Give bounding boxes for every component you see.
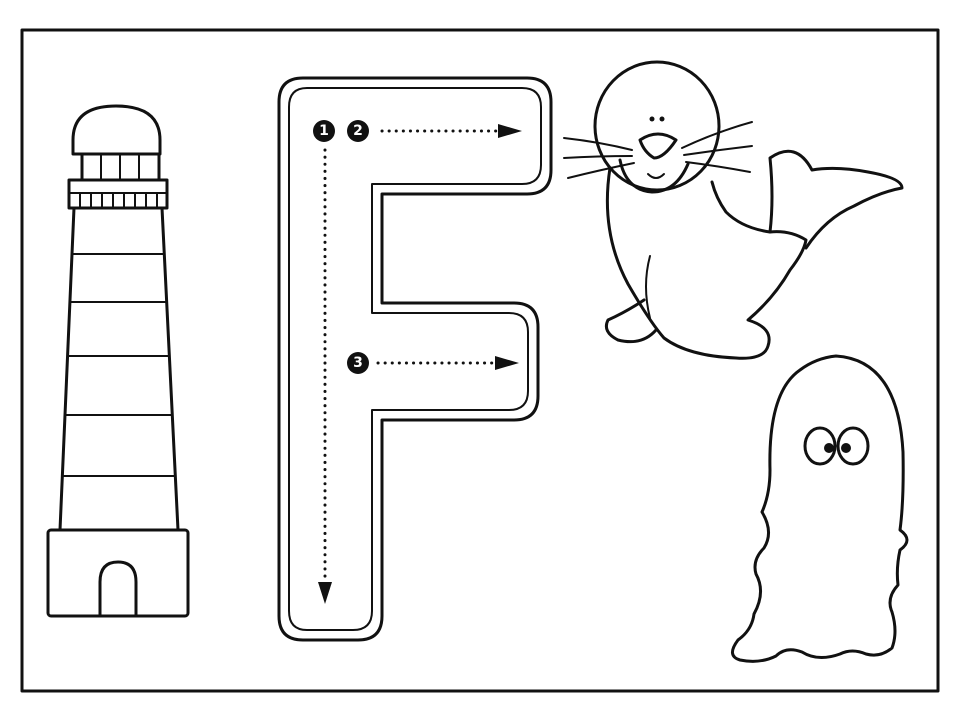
step-number: 2 xyxy=(353,123,363,139)
seal-whiskers xyxy=(563,121,753,179)
octopus-pupil xyxy=(824,443,834,453)
octopus-eye xyxy=(836,426,870,466)
lighthouse-tower xyxy=(58,206,180,532)
step-badge-3: 3 xyxy=(347,352,369,374)
letter-f-outline xyxy=(277,76,553,642)
octopus-eye xyxy=(803,426,837,466)
step-badge-2: 2 xyxy=(347,120,369,142)
tracing-guides: 1 2 3 xyxy=(313,120,522,604)
step-badge-1: 1 xyxy=(313,120,335,142)
lighthouse-dome xyxy=(71,104,162,156)
seal-picture xyxy=(563,60,904,360)
octopus-pupil xyxy=(841,443,851,453)
seal-muzzle xyxy=(618,158,690,194)
seal-eye xyxy=(659,116,665,122)
arrow-down-icon xyxy=(318,582,332,604)
seal-body xyxy=(605,166,808,360)
page-frame xyxy=(20,28,940,693)
arrow-right-icon xyxy=(498,124,522,138)
seal-tail xyxy=(768,149,904,250)
seal-nose xyxy=(638,132,678,160)
step-number: 1 xyxy=(319,123,329,139)
seal-eye xyxy=(649,116,655,122)
arrow-right-icon xyxy=(495,356,519,370)
seal-flipper xyxy=(604,298,658,344)
octopus-body xyxy=(731,354,909,663)
lighthouse-picture xyxy=(46,104,190,618)
lighthouse-base xyxy=(46,528,190,618)
seal-head xyxy=(593,60,721,192)
lighthouse-door xyxy=(98,560,138,618)
octopus-picture xyxy=(731,354,909,663)
step-number: 3 xyxy=(353,355,363,371)
